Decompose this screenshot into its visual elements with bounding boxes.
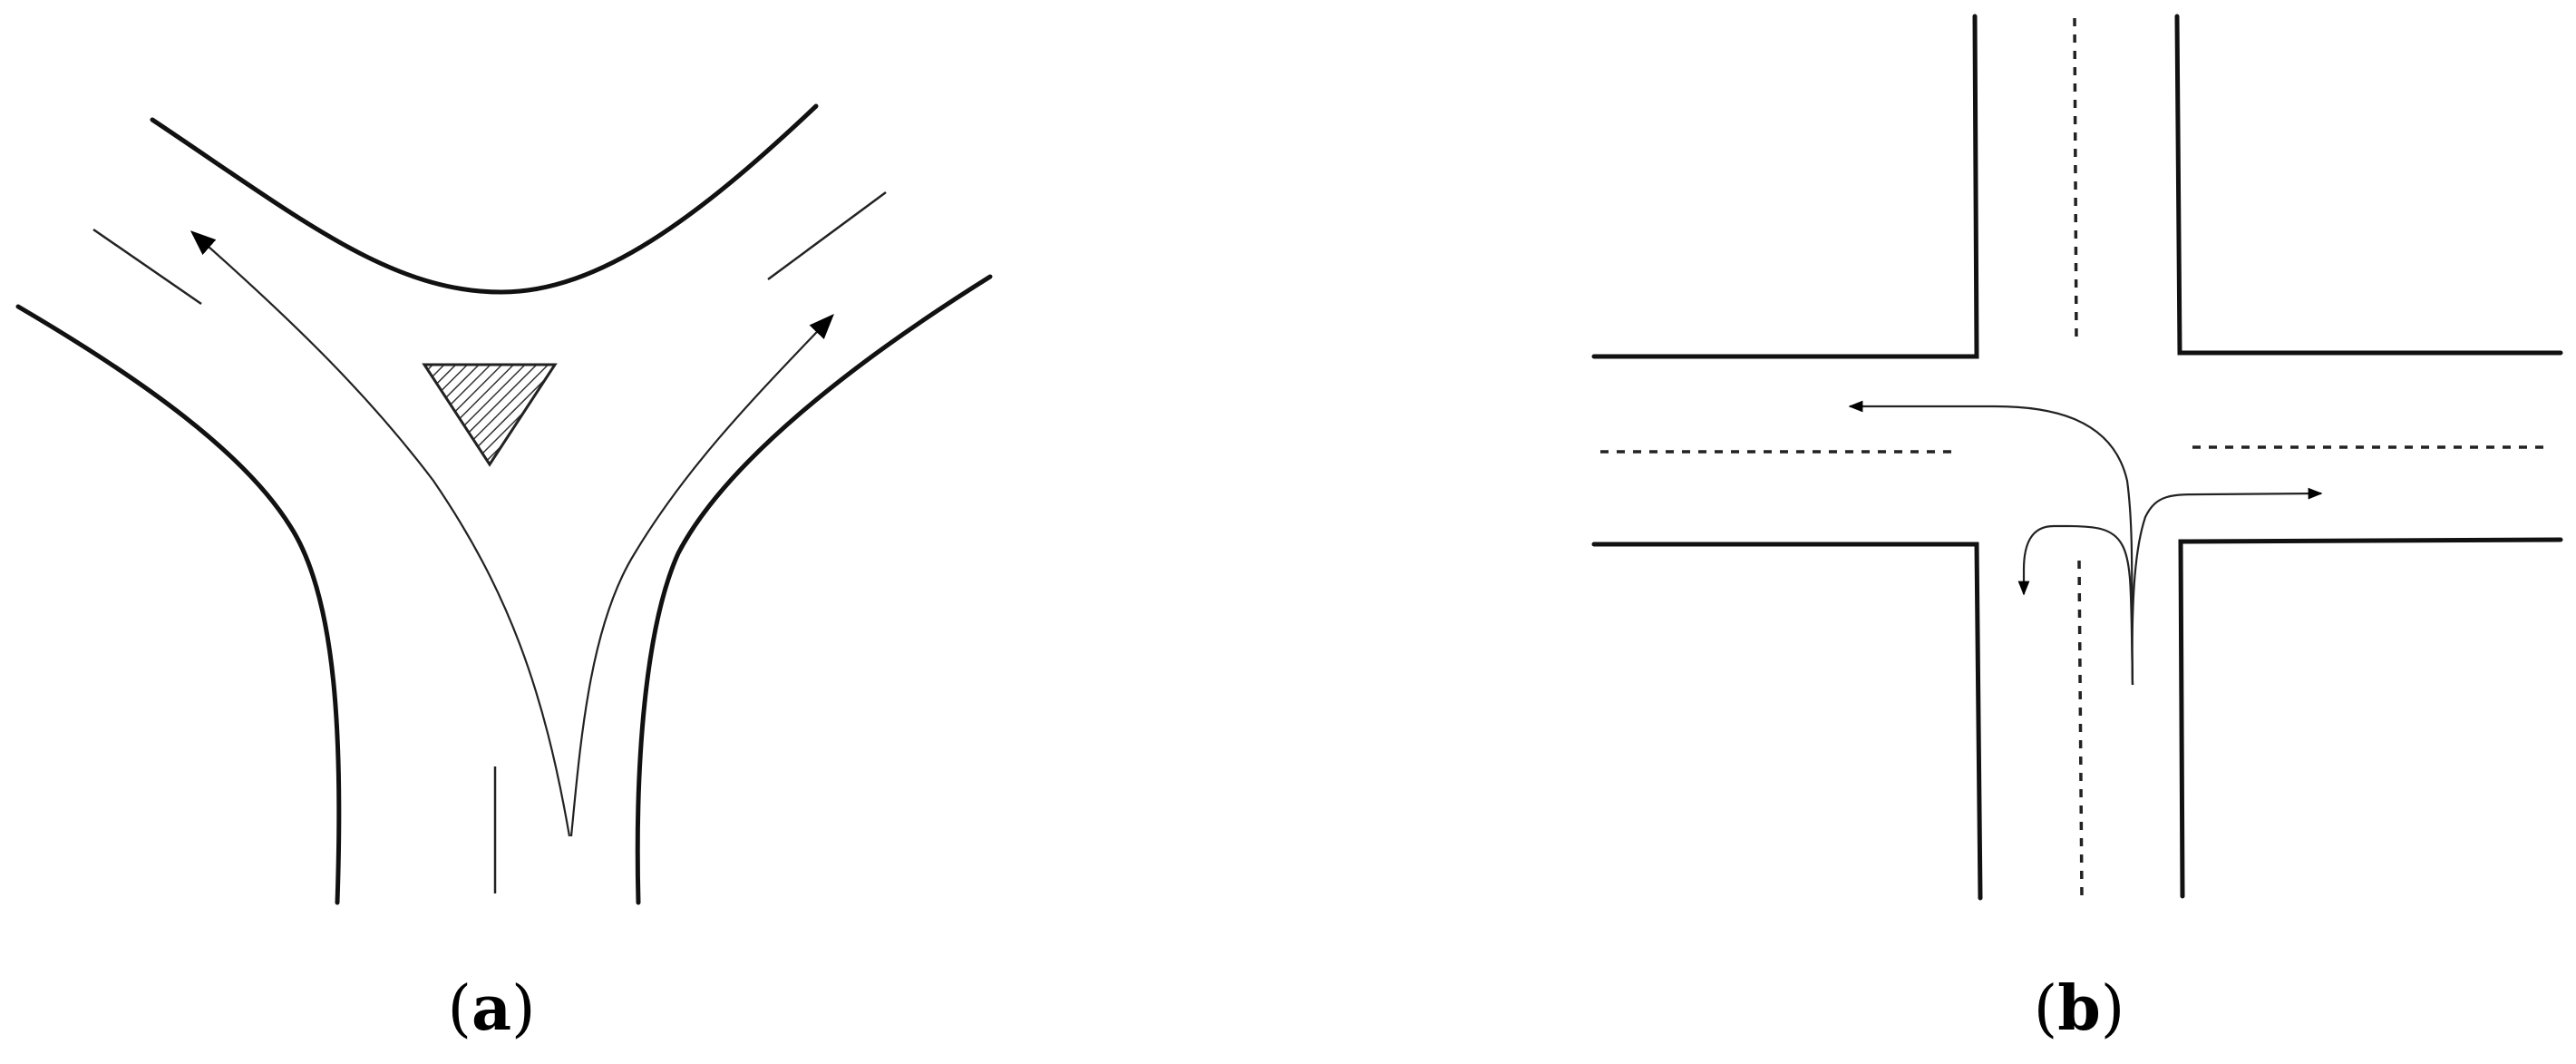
caption-a: (a) [447,972,535,1045]
road-edge-north-west [1591,14,1979,359]
right-turn-arrow-b [2131,487,2323,686]
road-edge-top [150,103,819,295]
road-edge-left [15,304,342,905]
panel-b-crossroads [1591,14,2563,901]
road-edge-south-east [2178,537,2563,899]
panel-a-y-junction [15,103,993,905]
right-turn-arrow [569,313,834,837]
caption-b: (b) [2034,972,2125,1045]
centre-line-north [2073,17,2078,344]
traffic-island [422,363,558,467]
road-edge-right [635,274,993,905]
road-edge-north-east [2174,14,2563,356]
lane-line-right [767,190,887,281]
lane-line-left [92,228,202,306]
u-turn-arrow-b [2017,524,2134,686]
centre-line-south [2077,560,2084,899]
road-edge-south-west [1591,542,1983,901]
left-turn-arrow [190,230,571,837]
